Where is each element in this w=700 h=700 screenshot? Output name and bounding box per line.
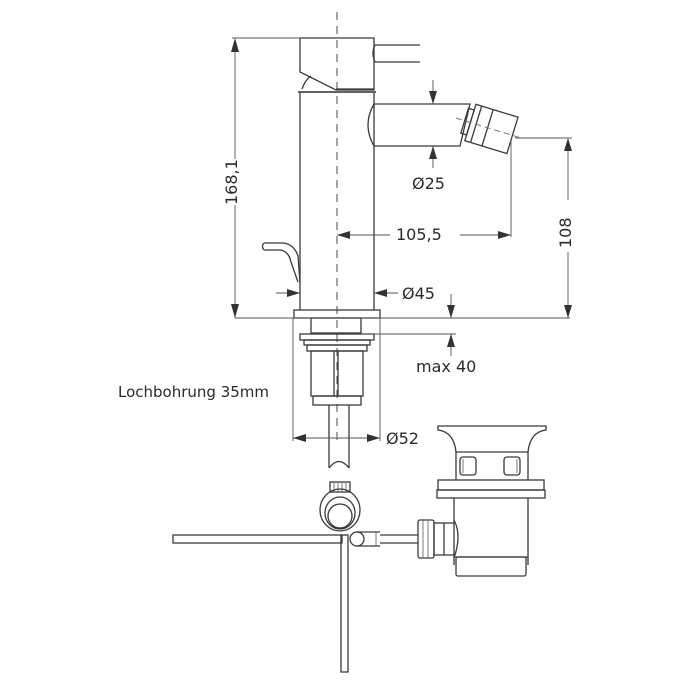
label-base-diameter: Ø52 — [386, 429, 419, 448]
label-body-diameter: Ø45 — [402, 284, 435, 303]
label-max-deck: max 40 — [416, 357, 477, 376]
lift-rod — [172, 531, 418, 673]
pop-up-rod — [261, 242, 301, 284]
spout — [367, 103, 524, 155]
dim-base-diameter — [292, 318, 381, 442]
label-outlet-height: 108 — [556, 217, 575, 248]
mixer-lever-head — [298, 37, 420, 93]
label-spout-diameter: Ø25 — [412, 174, 445, 193]
dim-spout-reach — [337, 140, 512, 239]
label-total-height: 168,1 — [222, 159, 241, 205]
cable-connector — [319, 481, 361, 532]
dim-total-height — [231, 37, 300, 318]
label-spout-reach: 105,5 — [396, 225, 442, 244]
dim-spout-diameter — [429, 80, 437, 168]
pop-up-waste — [417, 425, 547, 577]
dim-body-diameter — [276, 289, 398, 297]
label-hole-drilling: Lochbohrung 35mm — [118, 383, 270, 401]
dim-outlet-height — [515, 137, 572, 318]
dim-max-deck — [361, 294, 456, 356]
